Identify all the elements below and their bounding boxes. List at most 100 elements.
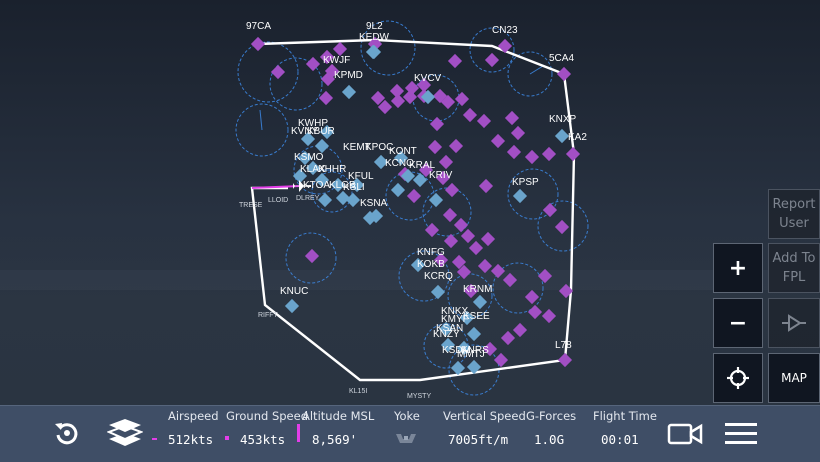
airport-marker[interactable] xyxy=(512,322,528,338)
airport-label-klgb[interactable]: KLGB xyxy=(329,180,356,191)
airport-marker[interactable] xyxy=(500,330,516,346)
airport-marker[interactable] xyxy=(490,133,506,149)
airport-label-cn23[interactable]: CN23 xyxy=(492,25,518,36)
airport-label-ksmo[interactable]: KSMO xyxy=(294,152,324,163)
airport-marker[interactable] xyxy=(442,207,458,223)
airport-label-klax[interactable]: KLAX xyxy=(300,164,326,175)
airport-marker[interactable] xyxy=(429,116,445,132)
airport-label-mmtj[interactable]: MMTJ xyxy=(457,349,485,360)
airport-label-kcno[interactable]: KCNO xyxy=(385,158,414,169)
airport-marker[interactable] xyxy=(527,304,543,320)
airport-marker[interactable] xyxy=(305,56,321,72)
airport-marker[interactable] xyxy=(390,93,406,109)
airport-marker[interactable] xyxy=(341,84,357,100)
airport-label-ksna[interactable]: KSNA xyxy=(360,198,388,209)
direct-to-button[interactable] xyxy=(768,298,820,348)
airport-label-kpmd[interactable]: KPMD xyxy=(334,70,363,81)
airport-marker[interactable] xyxy=(554,219,570,235)
airport-label-kwjf[interactable]: KWJF xyxy=(323,55,350,66)
airport-marker[interactable] xyxy=(484,52,500,68)
airport-marker[interactable] xyxy=(493,352,509,368)
camera-button[interactable] xyxy=(666,419,704,449)
airport-marker[interactable] xyxy=(443,233,459,249)
airport-label-kedw[interactable]: KEDW xyxy=(359,32,390,43)
airport-label-krnm[interactable]: KRNM xyxy=(463,284,492,295)
airport-label-knkx[interactable]: KNKX xyxy=(441,306,469,317)
airport-marker[interactable] xyxy=(512,188,528,204)
airport-marker[interactable] xyxy=(480,231,496,247)
airport-marker[interactable] xyxy=(250,36,266,52)
airport-label-kriv[interactable]: KRIV xyxy=(429,170,453,181)
airport-label-kokb[interactable]: KOKB xyxy=(417,259,445,270)
airport-label-kpoc[interactable]: KPOC xyxy=(365,142,393,153)
airport-marker[interactable] xyxy=(565,146,581,162)
airport-marker[interactable] xyxy=(541,308,557,324)
airport-label-kont[interactable]: KONT xyxy=(389,146,417,157)
airport-marker[interactable] xyxy=(453,217,469,233)
airport-marker[interactable] xyxy=(390,182,406,198)
airport-marker[interactable] xyxy=(506,144,522,160)
airport-marker[interactable] xyxy=(466,326,482,342)
add-to-fpl-button[interactable]: Add To FPL xyxy=(768,243,820,293)
airport-marker[interactable] xyxy=(510,125,526,141)
airport-label-ksdm[interactable]: KSDM xyxy=(442,345,471,356)
airport-marker[interactable] xyxy=(556,66,572,82)
airport-label-9l2[interactable]: 9L2 xyxy=(366,21,383,32)
airport-marker[interactable] xyxy=(478,178,494,194)
airport-label-ktoa[interactable]: KTOA xyxy=(303,180,330,191)
airport-label-kful[interactable]: KFUL xyxy=(348,171,374,182)
center-map-button[interactable] xyxy=(713,353,763,403)
airport-marker[interactable] xyxy=(472,294,488,310)
airport-marker[interactable] xyxy=(462,107,478,123)
zoom-in-button[interactable]: + xyxy=(713,243,763,293)
airport-label-knfg[interactable]: KNFG xyxy=(417,247,445,258)
airport-marker[interactable] xyxy=(524,289,540,305)
airport-marker[interactable] xyxy=(406,188,422,204)
airport-label-kmyf[interactable]: KMYF xyxy=(441,314,469,325)
airport-marker[interactable] xyxy=(317,192,333,208)
menu-button[interactable] xyxy=(722,419,760,449)
airport-marker[interactable] xyxy=(444,182,460,198)
reset-flight-button[interactable] xyxy=(52,418,82,448)
airport-label-ksee[interactable]: KSEE xyxy=(463,311,490,322)
airport-marker[interactable] xyxy=(557,352,573,368)
airport-label-kwhp[interactable]: KWHP xyxy=(298,118,328,129)
airport-marker[interactable] xyxy=(304,248,320,264)
airport-marker[interactable] xyxy=(284,298,300,314)
airport-label-97ca[interactable]: 97CA xyxy=(246,21,271,32)
airport-label-ksli[interactable]: KSLI xyxy=(343,182,365,193)
airport-marker[interactable] xyxy=(504,110,520,126)
airport-marker[interactable] xyxy=(497,38,513,54)
airport-marker[interactable] xyxy=(447,53,463,69)
airport-marker[interactable] xyxy=(332,41,348,57)
airport-marker[interactable] xyxy=(270,64,286,80)
airport-label-5ca4[interactable]: 5CA4 xyxy=(549,53,574,64)
airport-label-khhr[interactable]: KHHR xyxy=(318,164,346,175)
airport-marker[interactable] xyxy=(454,91,470,107)
airport-label-l78[interactable]: L78 xyxy=(555,340,572,351)
airport-label-knzy[interactable]: KNZY xyxy=(433,329,460,340)
airport-label-ksan[interactable]: KSAN xyxy=(436,323,463,334)
layers-button[interactable] xyxy=(106,416,144,450)
airport-marker[interactable] xyxy=(524,149,540,165)
airport-marker[interactable] xyxy=(335,190,351,206)
airport-marker[interactable] xyxy=(427,139,443,155)
map-mode-button[interactable]: MAP xyxy=(768,353,820,403)
airport-label-kvcv[interactable]: KVCV xyxy=(414,73,442,84)
airport-label-ka2[interactable]: KA2 xyxy=(568,132,587,143)
airport-label-knrs[interactable]: KNRS xyxy=(461,345,489,356)
airport-label-kbur[interactable]: KBUR xyxy=(307,126,335,137)
airport-marker[interactable] xyxy=(468,240,484,256)
airport-label-knxp[interactable]: KNXP xyxy=(549,114,577,125)
airport-label-kcrq[interactable]: KCRQ xyxy=(424,271,453,282)
airport-marker[interactable] xyxy=(428,192,444,208)
airport-marker[interactable] xyxy=(541,146,557,162)
airport-label-knuc[interactable]: KNUC xyxy=(280,286,308,297)
airport-label-kemt[interactable]: KEMT xyxy=(343,142,371,153)
airport-marker[interactable] xyxy=(438,154,454,170)
airport-marker[interactable] xyxy=(554,128,570,144)
airport-marker[interactable] xyxy=(448,138,464,154)
airport-marker[interactable] xyxy=(318,90,334,106)
